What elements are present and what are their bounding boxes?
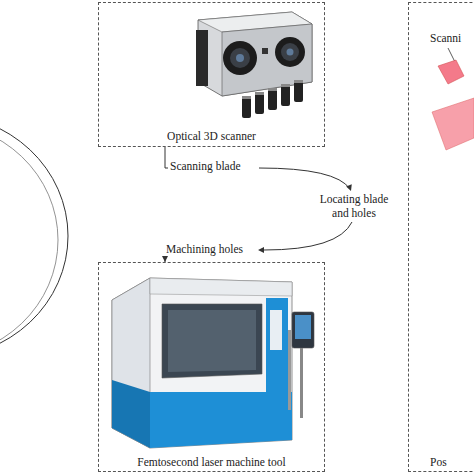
dashed-panel: ScanniPos — [408, 2, 474, 472]
panel-caption: Femtosecond laser machine tool — [99, 456, 324, 468]
dashed-panel: Femtosecond laser machine tool — [98, 262, 325, 472]
step-label: Scanning blade — [170, 160, 241, 172]
dashed-panel: Optical 3D scanner — [98, 2, 325, 147]
step-label: Machining holes — [166, 243, 243, 255]
blade-outline — [0, 122, 58, 358]
laser-machine-illustration — [112, 278, 314, 448]
blade-outline — [0, 114, 68, 358]
panel-caption: Pos — [430, 456, 447, 468]
scanner-illustration — [196, 12, 312, 118]
right-panel-illustration — [432, 48, 474, 150]
panel-caption: Scanni — [430, 32, 461, 44]
panel-caption: Optical 3D scanner — [99, 130, 324, 142]
flow-arrow — [162, 147, 352, 262]
edge-label: Locating blade and holes — [314, 192, 394, 220]
